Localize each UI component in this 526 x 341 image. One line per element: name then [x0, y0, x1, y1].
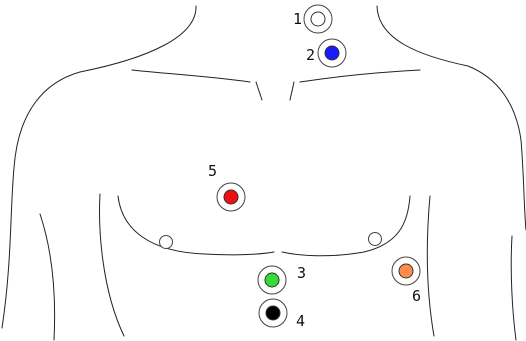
left-collarbone: [132, 70, 250, 82]
right-shoulder-arm: [468, 66, 526, 230]
left-torso-side: [100, 194, 124, 336]
electrode-2-dot: [325, 46, 339, 60]
sternal-mark-left: [256, 82, 262, 100]
electrode-6-label: 6: [412, 287, 421, 305]
nipple-markers: [160, 233, 382, 249]
left-nipple: [160, 236, 173, 249]
electrode-6-dot: [399, 264, 413, 278]
right-torso-side: [427, 196, 434, 336]
electrode-5-dot: [224, 190, 238, 204]
neck-left-line: [80, 6, 196, 72]
right-nipple: [369, 233, 382, 246]
electrode-3: 3: [258, 264, 306, 294]
electrode-6: 6: [392, 257, 421, 305]
sternal-mark-right: [290, 82, 294, 100]
electrode-1: 1: [293, 5, 332, 33]
right-pectoral: [282, 196, 410, 256]
left-pectoral: [118, 196, 274, 255]
electrode-2: 2: [306, 39, 346, 67]
left-shoulder-arm: [2, 72, 80, 328]
electrode-5-label: 5: [208, 162, 217, 180]
electrode-1-dot: [311, 12, 325, 26]
electrode-2-label: 2: [306, 46, 315, 64]
electrode-3-label: 3: [297, 264, 306, 282]
electrode-3-dot: [265, 273, 279, 287]
electrode-1-label: 1: [293, 10, 302, 28]
electrode-4-label: 4: [296, 312, 305, 330]
right-inner-arm: [511, 236, 516, 340]
electrode-5: 5: [208, 162, 245, 211]
electrode-4-dot: [266, 306, 280, 320]
neck-right-line: [377, 6, 468, 66]
left-inner-arm: [40, 214, 55, 340]
electrode-4: 4: [259, 299, 305, 330]
electrode-markers: 12 3 4 5 6: [208, 5, 421, 330]
right-collarbone: [300, 70, 420, 82]
